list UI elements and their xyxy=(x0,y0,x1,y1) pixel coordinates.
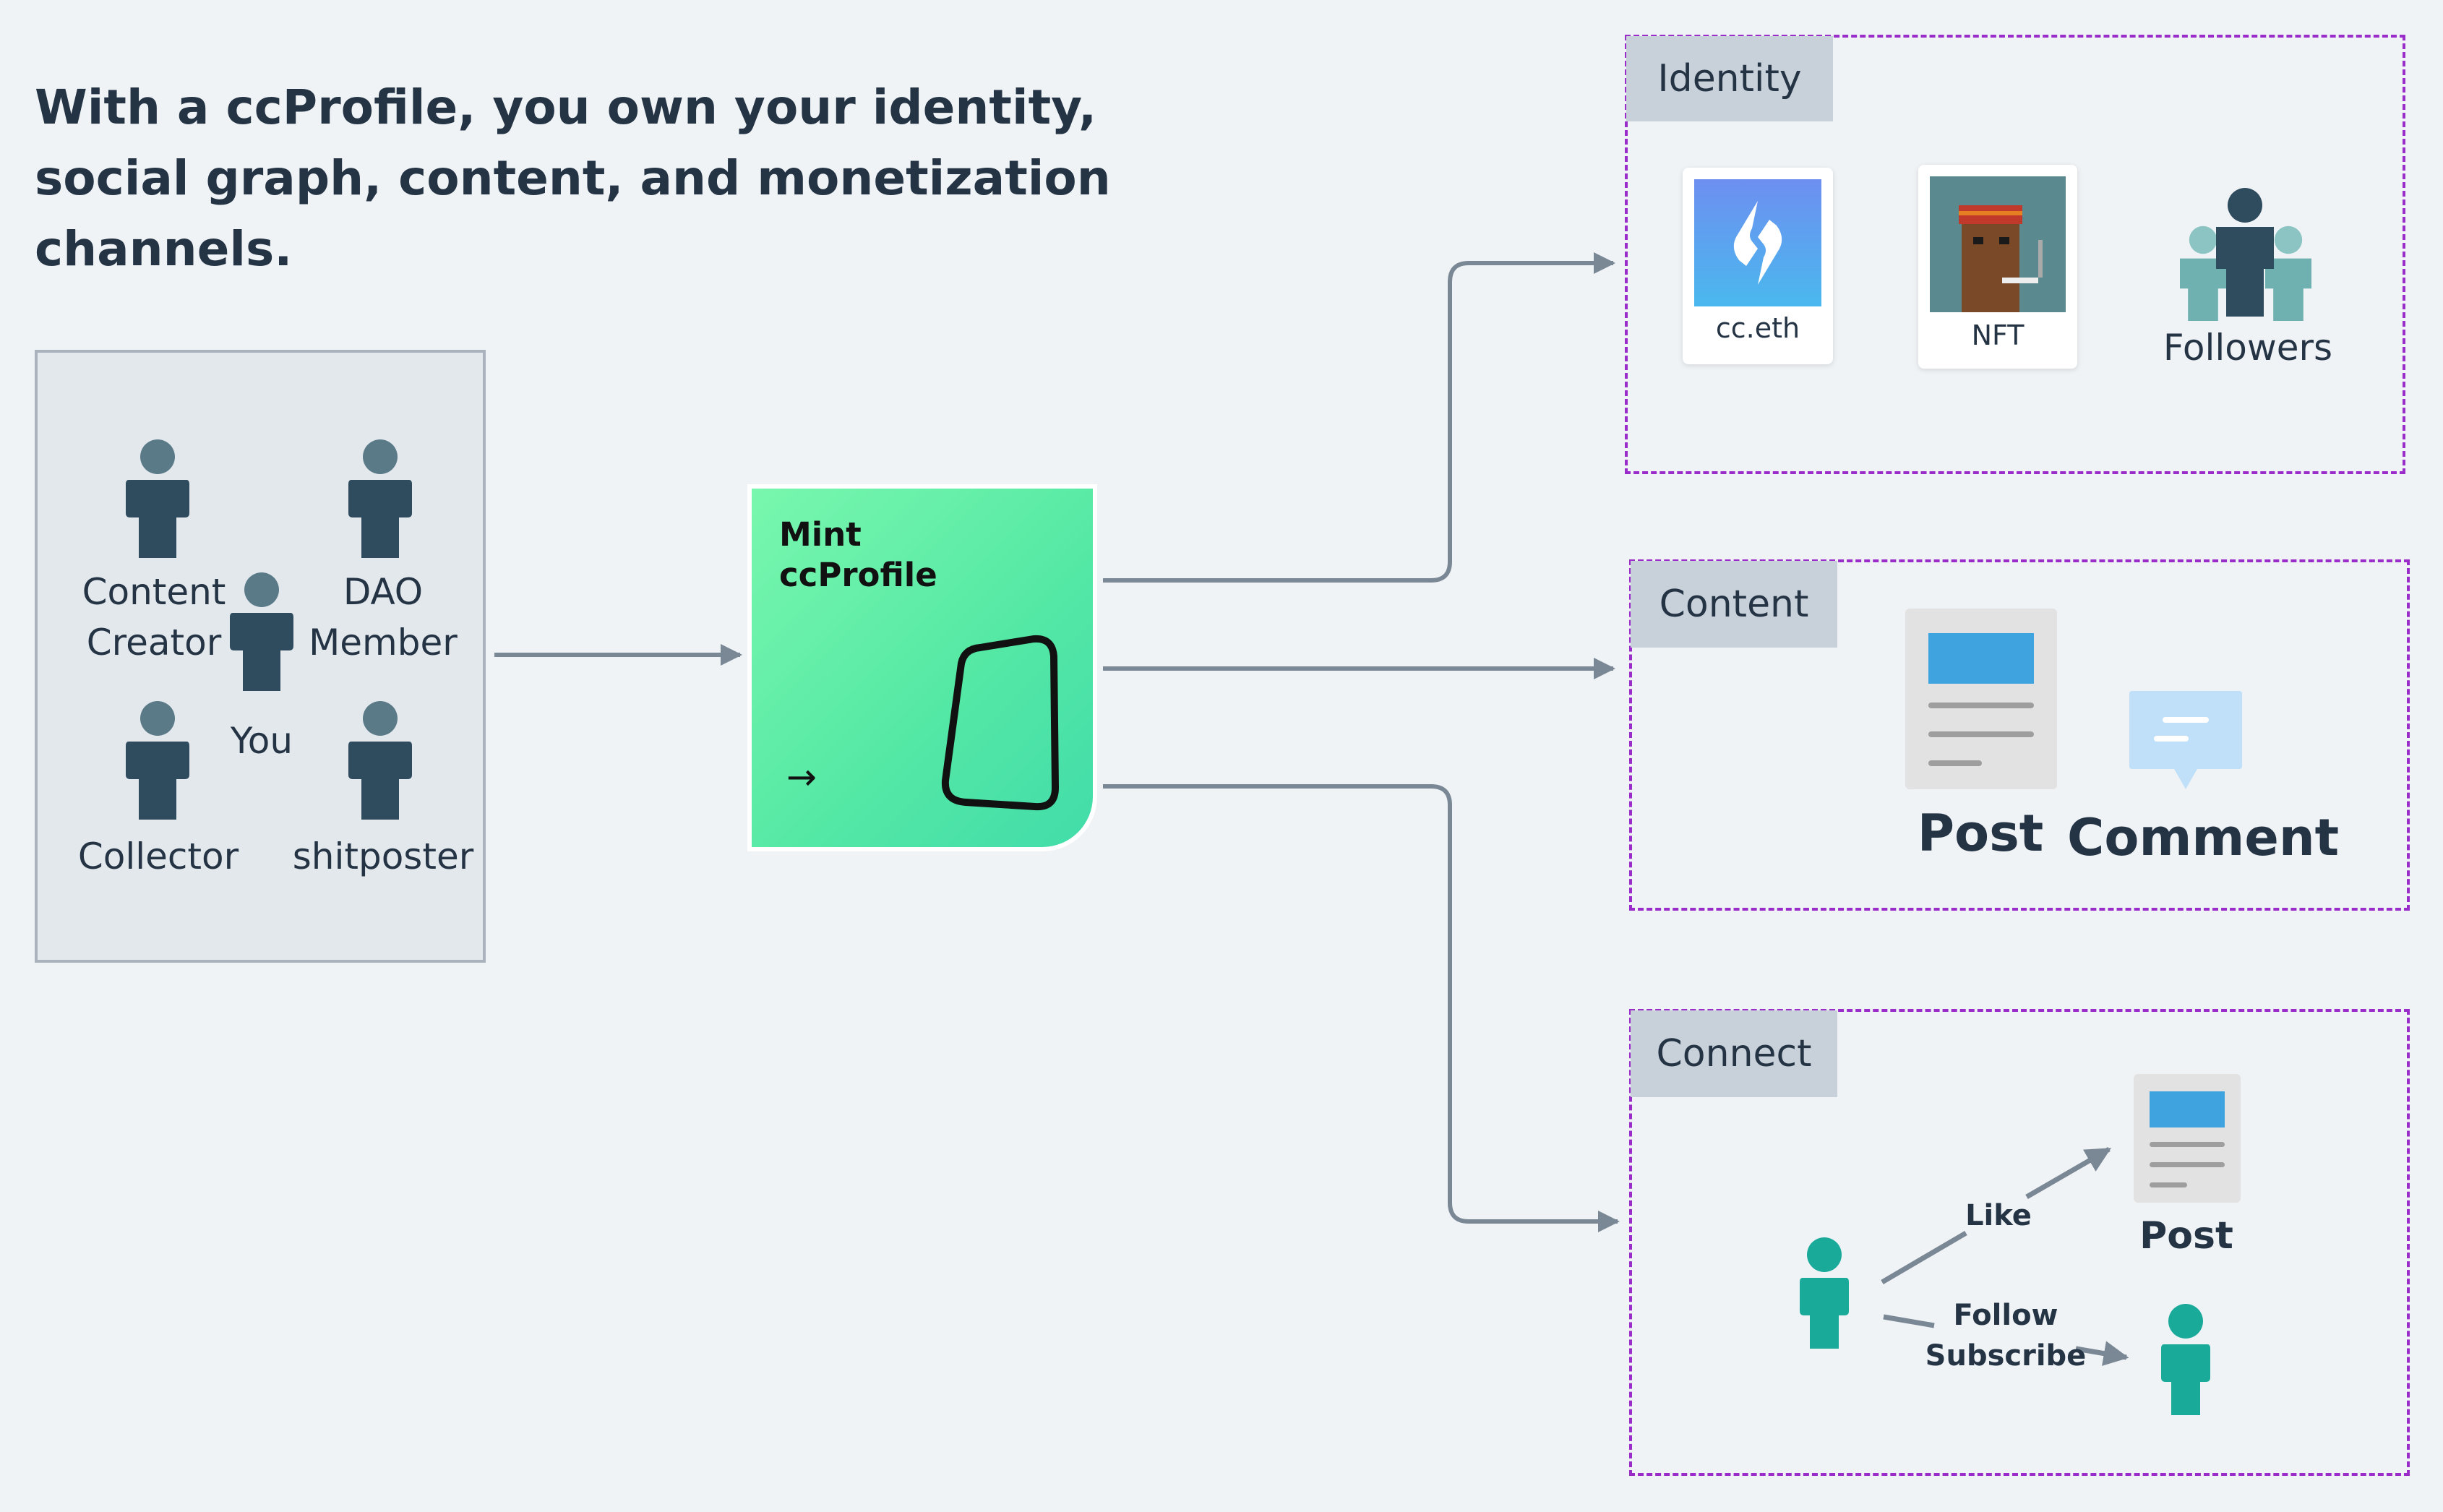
like-label: Like xyxy=(1965,1199,2032,1232)
mint-to-identity-arrow xyxy=(1103,252,1615,583)
nft-label: NFT xyxy=(1971,319,2025,351)
connect-post-document-icon xyxy=(2134,1074,2241,1203)
content-post-label: Post xyxy=(1917,804,2044,863)
person-icon xyxy=(348,439,412,558)
like-edge-arrow xyxy=(2025,1146,2112,1200)
person-icon xyxy=(230,572,293,691)
ens-label: cc.eth xyxy=(1715,312,1800,344)
nft-card[interactable]: NFT xyxy=(1918,165,2077,369)
ens-logo-icon xyxy=(1694,179,1821,306)
person-icon xyxy=(126,439,189,558)
like-edge xyxy=(1881,1230,1967,1285)
content-tag: Content xyxy=(1631,561,1837,648)
person-icon xyxy=(348,701,412,820)
content-creator-label: Content Creator xyxy=(82,571,226,663)
you-label: You xyxy=(230,720,293,762)
mint-ccprofile-card[interactable]: Mint ccProfile → xyxy=(752,489,1093,847)
dao-member-label: DAO Member xyxy=(309,571,458,663)
collector-label: Collector xyxy=(77,836,239,877)
ccprofile-shape-icon xyxy=(941,635,1059,811)
connect-group xyxy=(1629,1009,2410,1476)
follow-edge xyxy=(1883,1314,1935,1328)
followers-label: Followers xyxy=(2163,327,2333,369)
subscribe-label: Subscribe xyxy=(1925,1339,2087,1373)
shitposter-label: shitposter xyxy=(292,836,474,877)
person-icon xyxy=(126,701,189,820)
followers-group-icon xyxy=(2180,188,2311,321)
post-document-icon xyxy=(1905,609,2057,789)
comment-label: Comment xyxy=(2067,808,2340,867)
mint-title: Mint ccProfile xyxy=(779,515,937,594)
ens-card[interactable]: cc.eth xyxy=(1683,168,1833,364)
headline: With a ccProfile, you own your identity,… xyxy=(35,80,1111,277)
content-group xyxy=(1629,559,2410,911)
follow-label: Follow xyxy=(1953,1299,2058,1332)
identity-tag: Identity xyxy=(1626,36,1833,121)
follow-edge-arrow xyxy=(2075,1341,2129,1366)
connect-post-label: Post xyxy=(2139,1214,2233,1258)
pixel-nft-icon xyxy=(1930,176,2066,312)
arrow-right-icon: → xyxy=(786,756,817,798)
users-panel xyxy=(35,350,486,963)
chat-bubble-icon xyxy=(2129,691,2242,789)
identity-group xyxy=(1625,35,2405,474)
mint-to-connect-arrow xyxy=(1103,784,1620,1232)
connect-tag: Connect xyxy=(1631,1010,1837,1097)
